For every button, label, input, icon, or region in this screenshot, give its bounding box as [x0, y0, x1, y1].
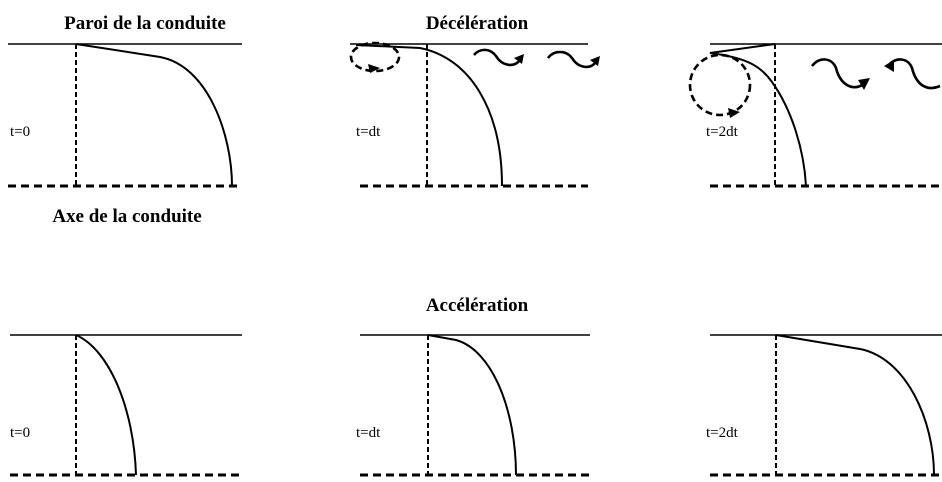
time-label: t=dt — [356, 425, 381, 441]
acceleration-panel-t1: t=dt — [356, 334, 590, 477]
deceleration-panel-t0: t=0 — [8, 43, 242, 188]
time-label: t=2dt — [706, 425, 739, 441]
deceleration-heading: Décélération — [426, 13, 529, 34]
time-label: t=0 — [10, 124, 30, 140]
velocity-profile-curve — [709, 43, 807, 187]
acceleration-panel-t0: t=0 — [10, 334, 242, 477]
vortex-icon — [473, 48, 522, 67]
velocity-profile-curve — [75, 43, 233, 187]
axis-label: Axe de la conduite — [52, 206, 201, 227]
vortex-icon — [546, 50, 598, 69]
velocity-profile-curve — [427, 334, 517, 476]
deceleration-panel-t2: t=2dt — [688, 43, 942, 188]
velocity-profile-curve — [775, 334, 935, 476]
velocity-profile-curve — [75, 334, 137, 476]
vortex-arrowhead — [590, 56, 600, 66]
dashed-vortex-icon — [688, 53, 752, 117]
time-label: t=dt — [356, 124, 381, 140]
dashed-vortex-icon — [349, 41, 401, 73]
acceleration-panel-t2: t=2dt — [706, 334, 942, 477]
vortex-icon — [810, 58, 865, 89]
vortex-arrowhead — [884, 60, 894, 72]
time-label: t=2dt — [706, 124, 739, 140]
vortex-arrowhead — [728, 108, 740, 118]
vortex-arrowhead — [858, 78, 870, 90]
vortex-icon — [886, 58, 941, 90]
acceleration-heading: Accélération — [426, 295, 529, 316]
deceleration-panel-t1: t=dt — [349, 41, 600, 188]
vortex-arrowhead — [514, 54, 524, 64]
wall-label: Paroi de la conduite — [64, 13, 226, 34]
time-label: t=0 — [10, 425, 30, 441]
vortex-arrowhead — [368, 64, 380, 73]
velocity-profile-curve — [355, 44, 503, 187]
